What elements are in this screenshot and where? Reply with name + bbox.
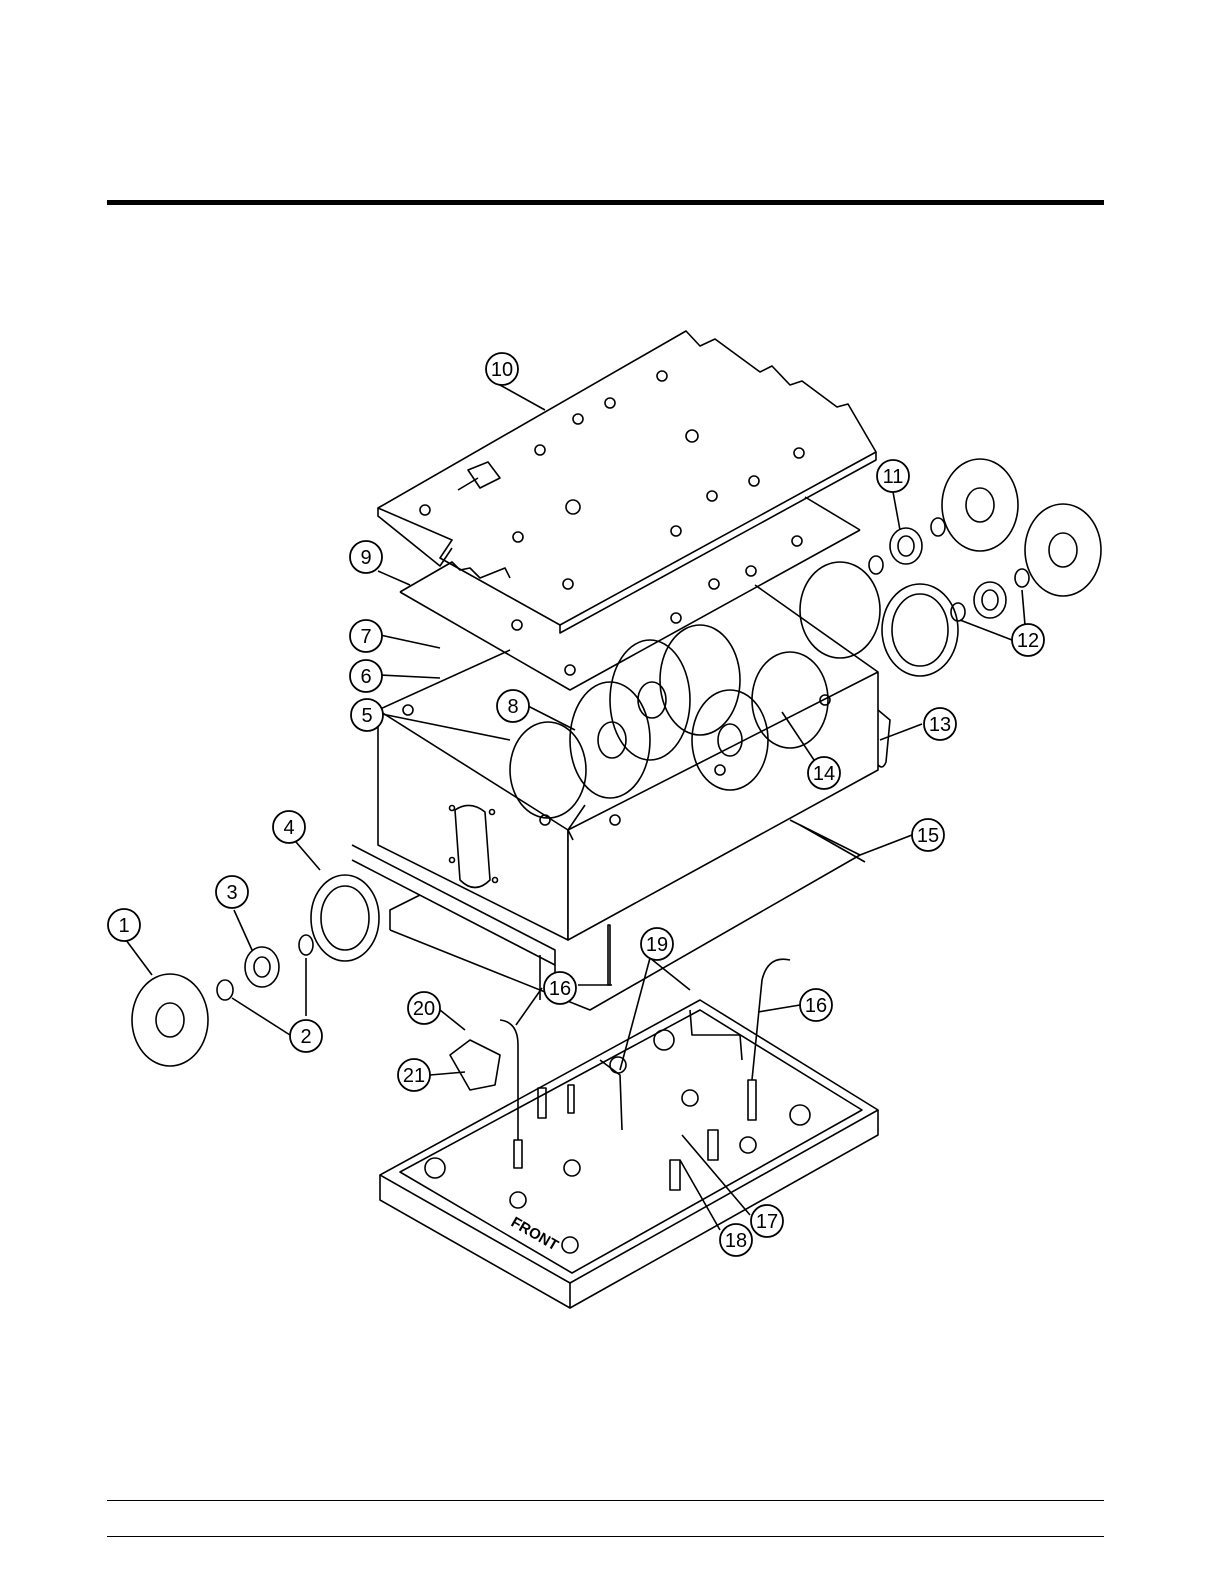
callout-1: 1 — [108, 909, 140, 941]
housing-box — [352, 562, 890, 1010]
callout-16b: 16 — [800, 989, 832, 1021]
callout-3: 3 — [216, 876, 248, 908]
callout-number: 9 — [360, 547, 371, 569]
callout-number: 6 — [360, 666, 371, 688]
callout-number: 19 — [646, 934, 668, 956]
callout-2: 2 — [290, 1020, 322, 1052]
callout-number: 18 — [725, 1230, 747, 1252]
callout-number: 8 — [507, 696, 518, 718]
callout-14: 14 — [808, 757, 840, 789]
callout-12: 12 — [1012, 624, 1044, 656]
callout-8: 8 — [497, 690, 529, 722]
callout-number: 3 — [226, 882, 237, 904]
front-disc-group — [132, 875, 379, 1066]
callout-number: 20 — [413, 998, 435, 1020]
callout-number: 14 — [813, 763, 835, 785]
callout-number: 16 — [549, 978, 571, 1000]
callout-7: 7 — [350, 620, 382, 652]
callout-11: 11 — [877, 460, 909, 492]
rear-disc-group — [869, 459, 1101, 676]
callout-4: 4 — [273, 811, 305, 843]
callout-10: 10 — [486, 353, 518, 385]
callout-5: 5 — [351, 699, 383, 731]
callout-6: 6 — [350, 660, 382, 692]
callout-9: 9 — [350, 541, 382, 573]
callout-number: 15 — [917, 825, 939, 847]
callout-number: 5 — [361, 705, 372, 727]
callout-13: 13 — [924, 708, 956, 740]
callout-21: 21 — [398, 1059, 430, 1091]
callout-17: 17 — [751, 1205, 783, 1237]
callout-number: 4 — [283, 817, 294, 839]
callout-number: 17 — [756, 1211, 778, 1233]
callout-number: 2 — [300, 1026, 311, 1048]
callout-number: 1 — [118, 915, 129, 937]
callout-number: 7 — [360, 626, 371, 648]
callout-19: 19 — [641, 928, 673, 960]
callout-number: 12 — [1017, 630, 1039, 652]
callout-number: 10 — [491, 359, 513, 381]
callout-16a: 16 — [544, 972, 576, 1004]
base-plate — [380, 1000, 878, 1308]
callout-number: 21 — [403, 1065, 425, 1087]
callout-20: 20 — [408, 992, 440, 1024]
callout-15: 15 — [912, 819, 944, 851]
callout-number: 16 — [805, 995, 827, 1017]
callout-18: 18 — [720, 1224, 752, 1256]
callout-number: 13 — [929, 714, 951, 736]
callout-number: 11 — [883, 466, 904, 488]
